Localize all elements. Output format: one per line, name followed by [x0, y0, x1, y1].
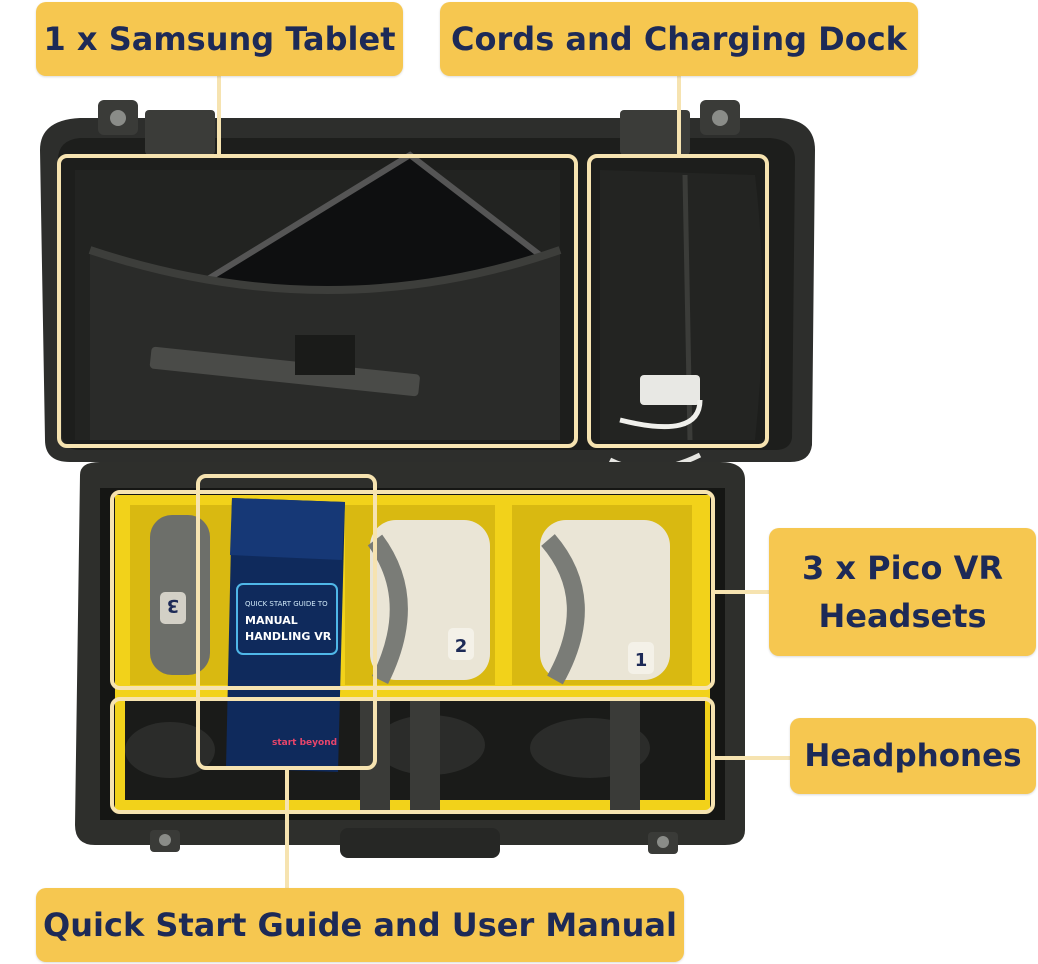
- svg-text:start beyond: start beyond: [272, 738, 337, 748]
- dock-callout: Cords and Charging Dock: [440, 2, 918, 76]
- headset-number-1: 1: [628, 642, 654, 674]
- dock-frame: [587, 154, 769, 448]
- guide-leader: [285, 768, 289, 890]
- tablet-leader: [217, 76, 221, 156]
- headsets-leader: [713, 590, 770, 594]
- headset-number-2: 2: [448, 628, 474, 660]
- headsets-callout: 3 x Pico VR Headsets: [769, 528, 1036, 656]
- headphones-leader: [713, 756, 791, 760]
- headphones-callout: Headphones: [790, 718, 1036, 794]
- guide-frame: [196, 474, 377, 770]
- cords-pouch: [600, 170, 763, 472]
- headsets-callout-line1: 3 x Pico VR: [801, 549, 1004, 587]
- tablet-pouch: [75, 151, 562, 440]
- headphones-row: [125, 700, 650, 810]
- svg-text:HANDLING VR: HANDLING VR: [245, 630, 332, 643]
- tablet-callout: 1 x Samsung Tablet: [36, 2, 403, 76]
- headsets-callout-line2: Headsets: [818, 597, 987, 635]
- svg-text:QUICK START GUIDE TO: QUICK START GUIDE TO: [245, 600, 328, 608]
- headset-number-3: 3: [160, 592, 186, 624]
- svg-text:2: 2: [455, 636, 468, 657]
- tablet-frame: [57, 154, 578, 448]
- svg-text:1: 1: [635, 650, 648, 671]
- guide-callout: Quick Start Guide and User Manual: [36, 888, 684, 962]
- headphones-frame: [110, 697, 715, 814]
- svg-text:MANUAL: MANUAL: [245, 614, 298, 627]
- quick-start-booklet: QUICK START GUIDE TO MANUAL HANDLING VR …: [226, 498, 345, 772]
- dock-leader: [677, 76, 681, 156]
- svg-text:3: 3: [167, 595, 180, 616]
